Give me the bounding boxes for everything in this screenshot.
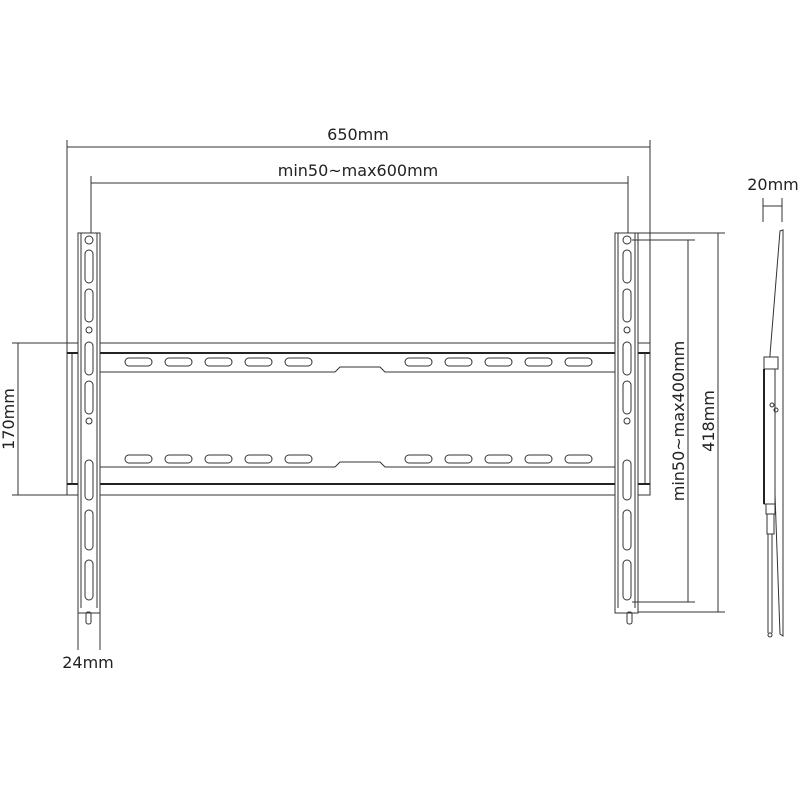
bar-slot [444,357,473,367]
bar-slot [284,357,313,367]
bar-slot [484,357,513,367]
bar-slot [204,357,233,367]
bar-slot [564,454,593,464]
bar-slot [444,454,473,464]
overall-width-dimension: 650mm [66,125,651,343]
bar-slot [204,454,233,464]
vesa-vertical-dimension: min50~max400mm [632,239,695,603]
overall-width-label: 650mm [327,125,389,144]
vesa-vertical-label: min50~max400mm [669,341,688,502]
bar-slot [284,454,313,464]
bar-slot [484,454,513,464]
vesa-horizontal-label: min50~max600mm [278,161,439,180]
bar-height-dimension: 170mm [0,342,78,496]
bar-slot [404,454,433,464]
bar-height-label: 170mm [0,388,18,450]
bar-slot [524,357,553,367]
rail-height-dimension: 418mm [638,232,725,613]
rail-height-label: 418mm [699,390,718,452]
bar-slot [164,357,193,367]
bar-slot [524,454,553,464]
bar-slot [564,357,593,367]
vesa-horizontal-dimension: min50~max600mm [90,161,629,240]
bar-slot [164,454,193,464]
side-profile-view: 20mm [747,175,799,638]
rail-width-dimension: 24mm [62,613,114,672]
bar-slot [404,357,433,367]
left-rail [77,232,101,625]
rail-width-label: 24mm [62,653,114,672]
right-rail [614,232,639,625]
bar-slot [124,454,153,464]
horizontal-bars [66,342,651,496]
bar-slot [124,357,153,367]
side-depth-label: 20mm [747,175,799,194]
bar-slot [244,357,273,367]
bar-slot [244,454,273,464]
